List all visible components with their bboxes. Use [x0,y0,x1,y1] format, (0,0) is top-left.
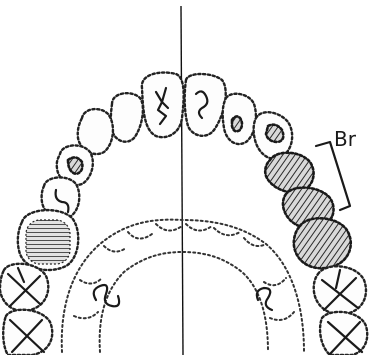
third-molar-right [320,312,367,355]
first-molar-right-bridge [294,218,351,268]
lower-arch-scribble-left [94,285,119,306]
first-premolar-left-restoration [68,157,82,174]
third-molar-left [3,310,52,355]
canine-right-restoration [266,125,283,142]
first-molar-left-crown [26,220,70,264]
lateral-incisor-right-restoration [232,116,242,131]
midline [181,6,183,355]
bridge-label: Br [334,127,357,151]
first-premolar-right-bridge [265,153,313,193]
lateral-incisor-left [111,93,143,142]
central-incisor-left [142,73,184,138]
lower-arch-outline-inner [100,252,268,352]
